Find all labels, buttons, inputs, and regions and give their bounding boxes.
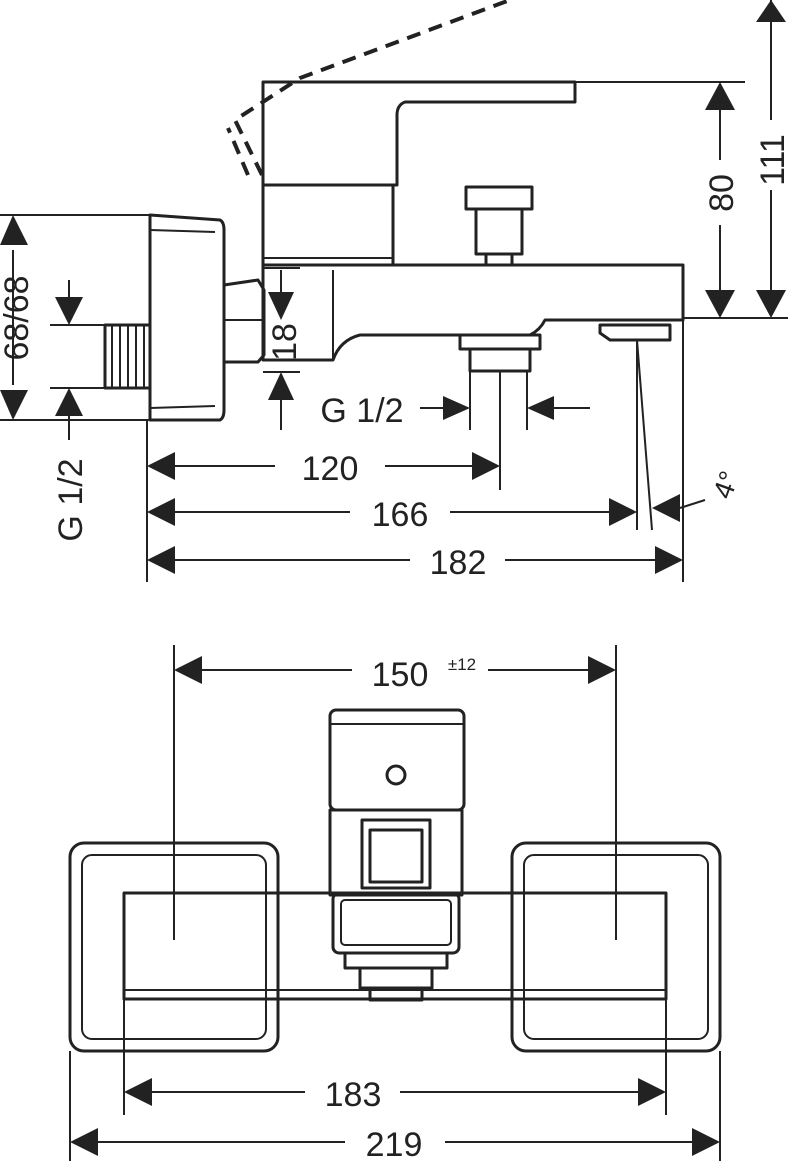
mixer-body [261, 263, 685, 362]
lever-indicator [385, 764, 407, 786]
spout-reach-label: 166 [372, 496, 429, 534]
lever [261, 80, 577, 187]
spout-outlet [598, 323, 672, 342]
height-total-label: 111 [754, 134, 788, 186]
angle-label: 4° [707, 467, 745, 503]
eccentric-connector [222, 278, 266, 364]
diverter-outlet [468, 347, 532, 373]
inlet-span-label: 68/68 [0, 275, 36, 360]
center-distance-label: 150 [372, 656, 429, 694]
diverter-top [360, 818, 432, 890]
wall-flange [148, 213, 226, 422]
diverter-knob [464, 185, 534, 211]
tolerance-label: ±12 [448, 655, 476, 674]
overall-width-label: 219 [366, 1126, 423, 1161]
inlet-thread-label: G 1/2 [52, 458, 90, 541]
outlet-offset-label: 18 [266, 323, 304, 361]
diverter-position-label: 120 [302, 450, 359, 488]
lever-dashed-outline [232, 0, 511, 176]
body-width-label: 183 [325, 1076, 382, 1114]
cartridge-housing [261, 183, 395, 267]
top-view: 150 ±12 183 219 [68, 645, 722, 1161]
aerator [368, 986, 424, 1002]
height-spout-label: 80 [703, 174, 741, 212]
side-view: 80 111 68/68 G 1/2 18 [0, 0, 788, 582]
diverter-thread-label: G 1/2 [320, 392, 403, 430]
overall-depth-label: 182 [430, 544, 487, 582]
